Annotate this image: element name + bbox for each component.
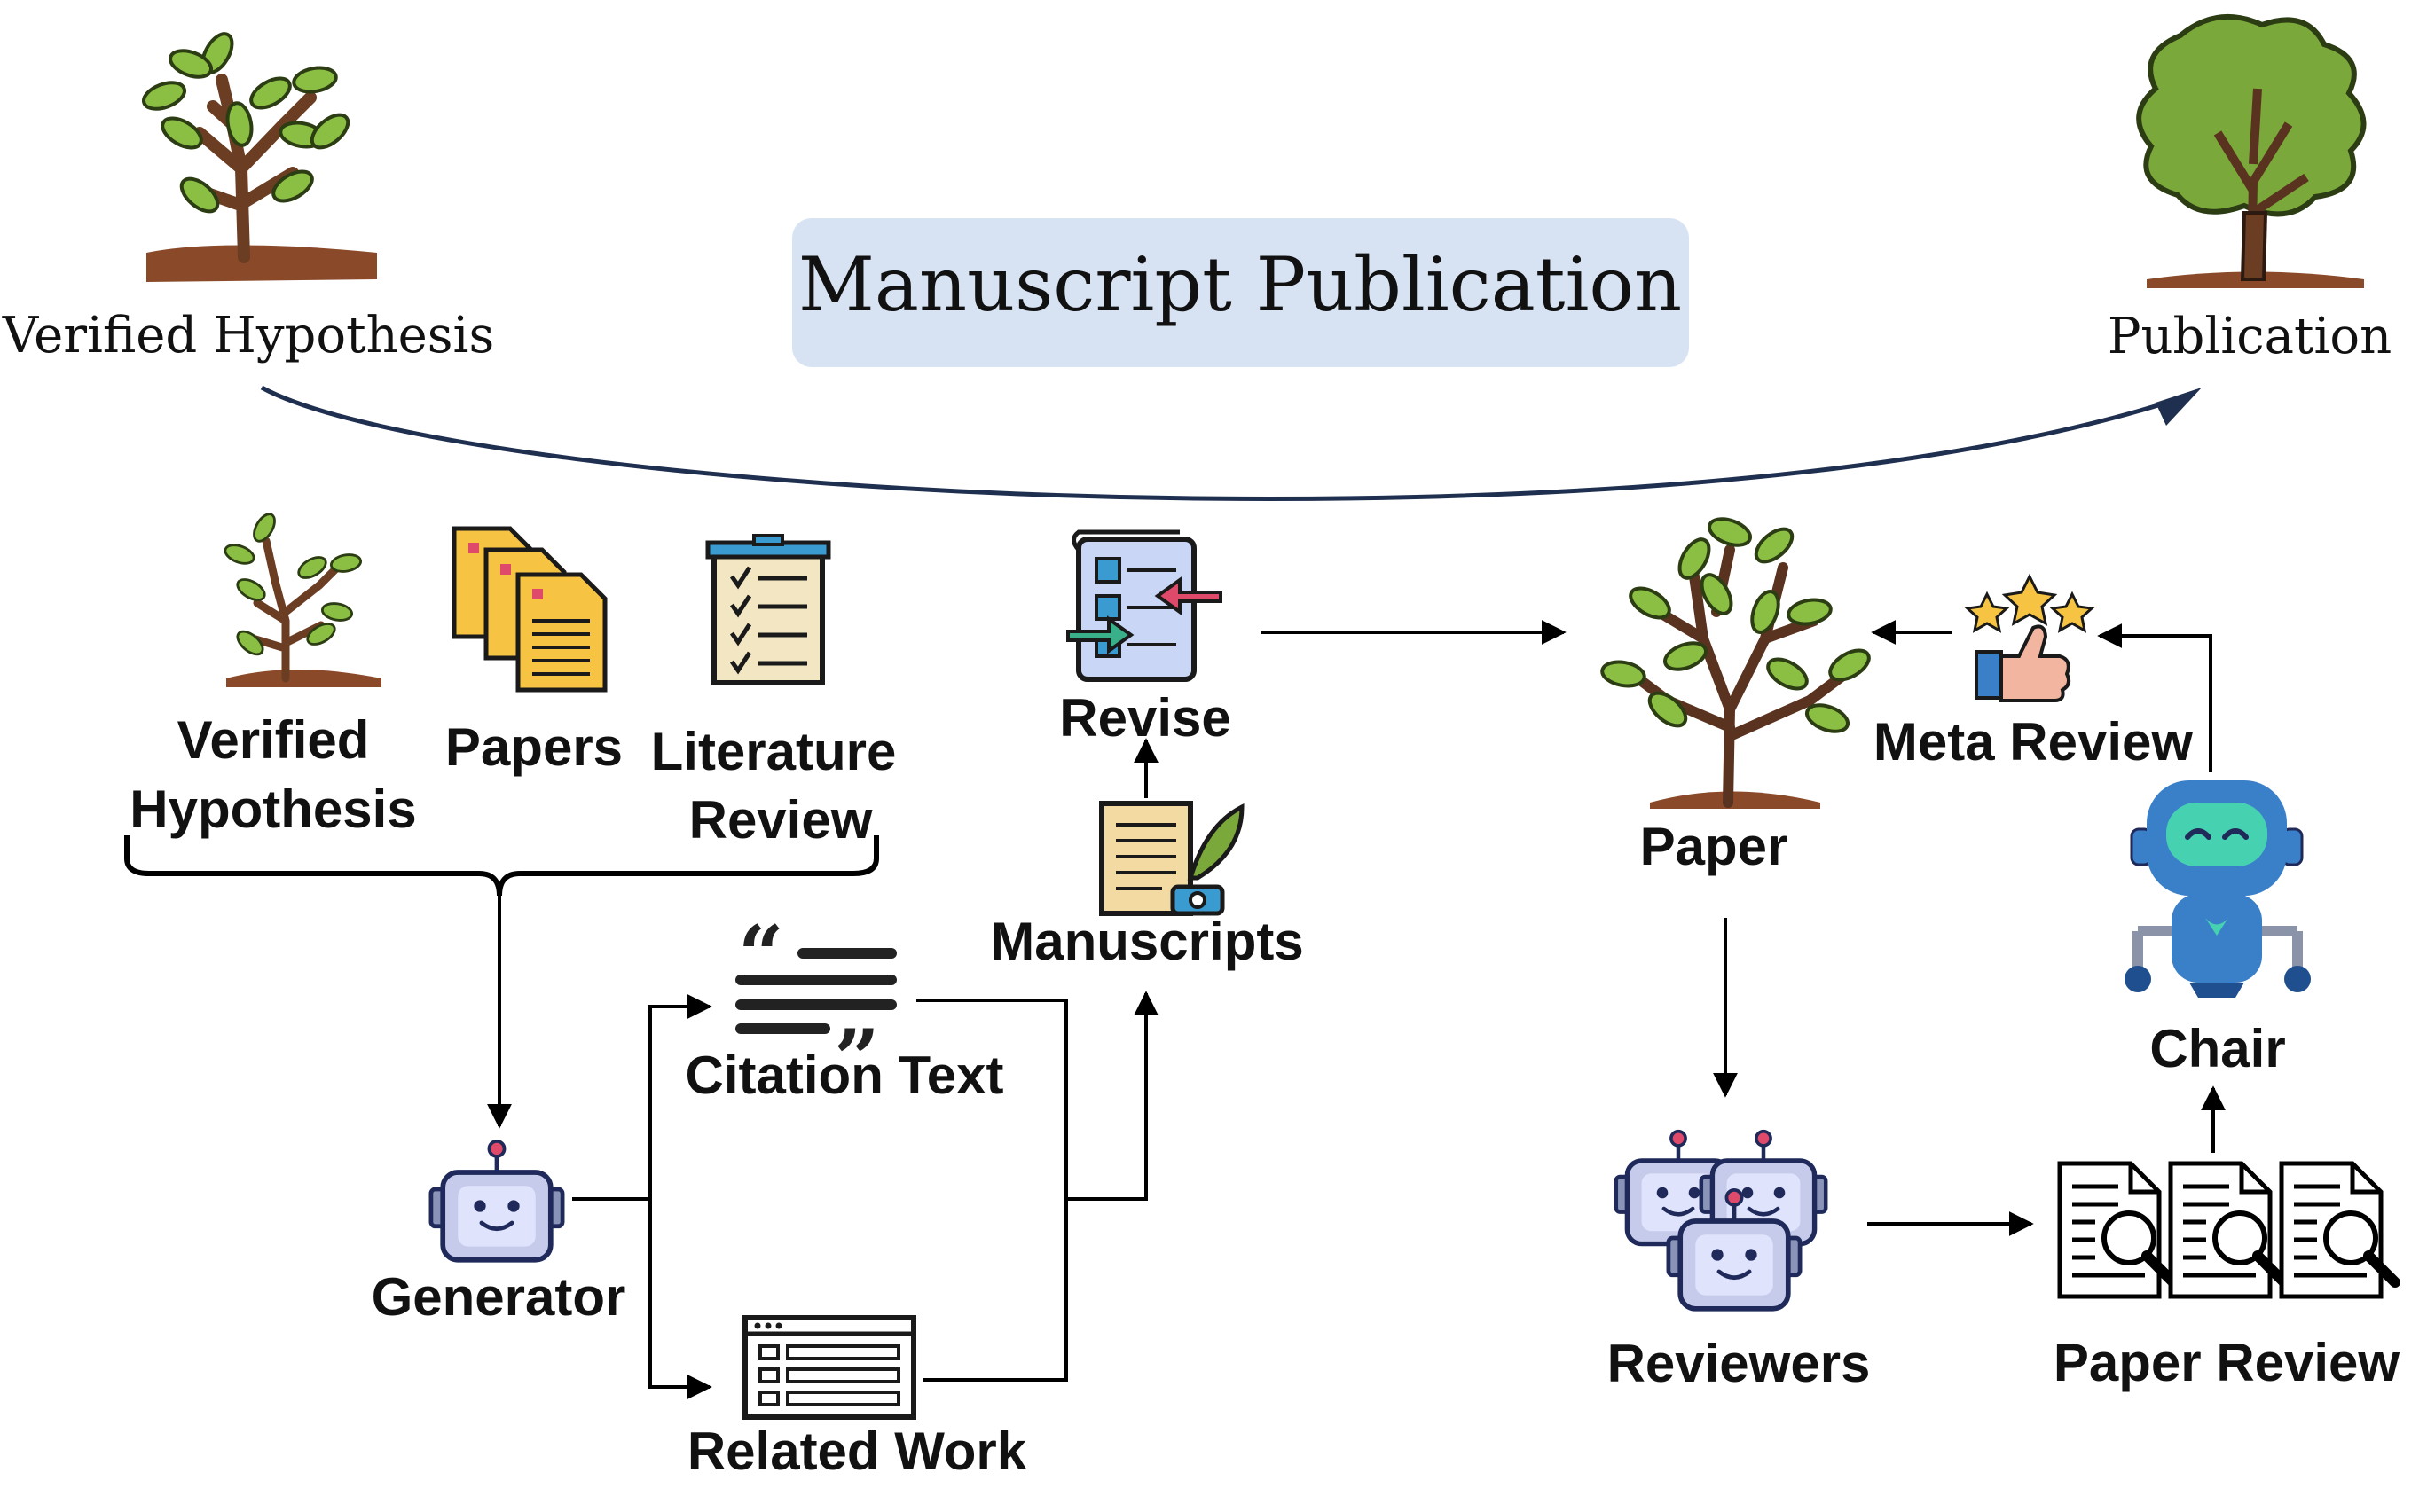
merge-to-manuscripts-arrow (1066, 991, 1159, 1201)
papers-icon (452, 526, 608, 693)
chair-robot-icon (2125, 780, 2311, 998)
chair-label: Chair (2149, 1019, 2285, 1078)
publication-arc-head (2156, 388, 2202, 426)
tree-icon (2136, 13, 2367, 288)
meta-review-label: Meta Review (1873, 712, 2193, 772)
chair-to-meta-review-arrow (2097, 623, 2212, 772)
top-end-label: Publication (2108, 308, 2392, 365)
hypothesis-label-line2: Hypothesis (130, 780, 416, 839)
citation-text-label: Citation Text (686, 1046, 1004, 1105)
paper-review-label: Paper Review (2054, 1333, 2400, 1392)
manuscripts-label: Manuscripts (990, 912, 1303, 971)
publication-arc (260, 385, 2192, 501)
svg-text:“: “ (738, 908, 784, 1002)
literature-label-line1: Literature (651, 722, 897, 781)
sapling-icon (138, 27, 377, 282)
paper-tree-icon (1598, 512, 1876, 809)
meta-review-icon (1964, 573, 2095, 702)
revise-label: Revise (1059, 688, 1230, 748)
small-sapling-icon (221, 509, 381, 687)
literature-label-line2: Review (689, 790, 873, 850)
hypothesis-label-line1: Verified (177, 710, 370, 770)
page-title: Manuscript Publication (798, 241, 1682, 328)
citation-merge-line (916, 999, 1068, 1382)
generator-robot-icon (431, 1141, 562, 1260)
related-work-label: Related Work (687, 1422, 1027, 1481)
reviewers-label: Reviewers (1607, 1334, 1871, 1393)
svg-text:”: ” (834, 1012, 880, 1106)
manuscripts-icon (1099, 801, 1245, 916)
paper-review-docs-icon (2060, 1163, 2395, 1297)
papers-label: Papers (445, 717, 623, 777)
revise-icon (1066, 529, 1222, 682)
generator-label: Generator (372, 1267, 626, 1327)
paper-label: Paper (1640, 817, 1788, 876)
citation-quote-icon: “ ” (735, 908, 897, 1106)
literature-review-icon (705, 534, 831, 685)
related-work-icon (742, 1315, 916, 1420)
title-box (792, 218, 1689, 367)
reviewers-robot-group-icon (1616, 1132, 1826, 1309)
top-start-label: Verified Hypothesis (2, 307, 494, 364)
